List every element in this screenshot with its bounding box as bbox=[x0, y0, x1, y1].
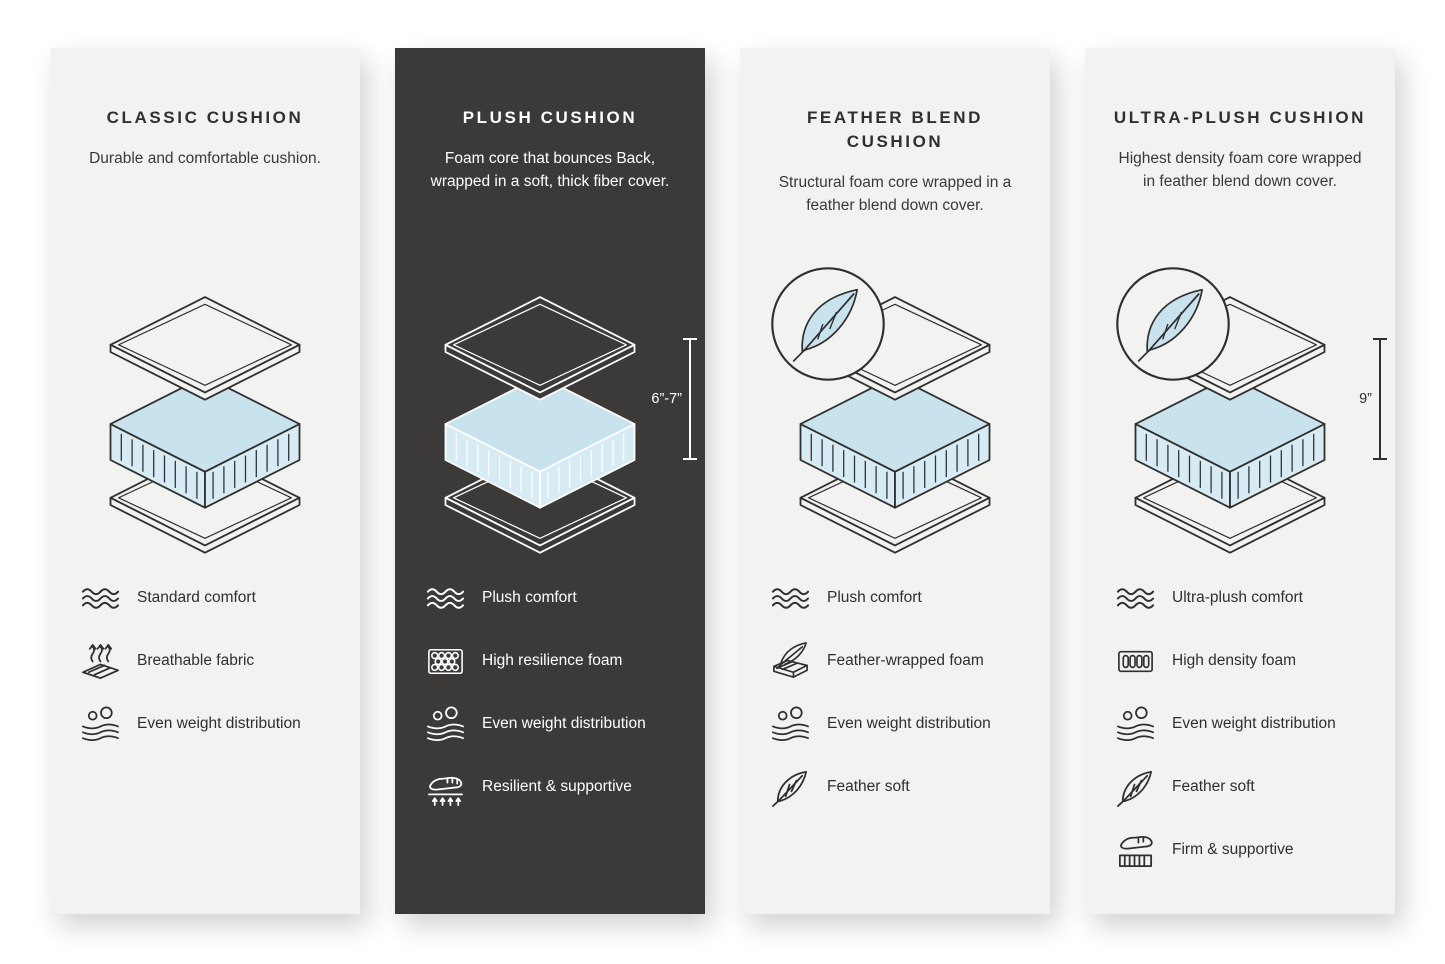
feature-row: Even weight distribution bbox=[421, 702, 679, 746]
wave-icon bbox=[76, 576, 124, 620]
high-density-foam-icon bbox=[1111, 639, 1159, 683]
feather-badge-icon bbox=[768, 264, 888, 384]
card-header: ULTRA-PLUSH CUSHION Highest density foam… bbox=[1111, 106, 1369, 274]
resilient-supportive-icon bbox=[421, 765, 469, 809]
feather-badge-icon bbox=[1113, 264, 1233, 384]
card-description: Structural foam core wrapped in a feathe… bbox=[778, 173, 1012, 214]
feature-row: Resilient & supportive bbox=[421, 765, 679, 809]
honeycomb-foam-icon bbox=[421, 639, 469, 683]
feature-label: Ultra-plush comfort bbox=[1172, 588, 1303, 606]
measurement-line bbox=[1373, 338, 1387, 460]
feature-row: Feather soft bbox=[766, 765, 1024, 809]
cushion-diagram bbox=[766, 274, 1024, 574]
feature-label: Feather soft bbox=[827, 777, 910, 795]
weight-distribution-icon bbox=[1111, 702, 1159, 746]
card-feather-blend-cushion: FEATHER BLEND CUSHION Structural foam co… bbox=[740, 48, 1050, 914]
feature-row: Ultra-plush comfort bbox=[1111, 576, 1369, 620]
feature-row: Standard comfort bbox=[76, 576, 334, 620]
firm-supportive-icon bbox=[1111, 828, 1159, 872]
feature-row: High density foam bbox=[1111, 639, 1369, 683]
layered-cushion-icon bbox=[97, 289, 313, 559]
wave-icon bbox=[421, 576, 469, 620]
card-title: FEATHER BLEND CUSHION bbox=[806, 108, 984, 151]
cushion-diagram bbox=[76, 274, 334, 574]
feature-label: High density foam bbox=[1172, 651, 1297, 669]
feature-row: Plush comfort bbox=[421, 576, 679, 620]
feather-icon bbox=[1111, 765, 1159, 809]
feature-label: Even weight distribution bbox=[1172, 714, 1336, 732]
feather-icon bbox=[766, 765, 814, 809]
feature-row: Even weight distribution bbox=[1111, 702, 1369, 746]
feature-label: Even weight distribution bbox=[482, 714, 646, 732]
feature-row: Even weight distribution bbox=[76, 702, 334, 746]
weight-distribution-icon bbox=[421, 702, 469, 746]
feature-list: Plush comfort High resilience foam Even … bbox=[421, 576, 679, 809]
card-description: Highest density foam core wrapped in fea… bbox=[1118, 149, 1362, 191]
feature-row: Even weight distribution bbox=[766, 702, 1024, 746]
card-header: FEATHER BLEND CUSHION Structural foam co… bbox=[766, 106, 1024, 274]
cushion-diagram: 9” bbox=[1111, 274, 1387, 574]
breathable-fabric-icon bbox=[76, 639, 124, 683]
feature-row: High resilience foam bbox=[421, 639, 679, 683]
measurement-label: 6”-7” bbox=[651, 391, 682, 407]
wave-icon bbox=[766, 576, 814, 620]
feature-row: Feather soft bbox=[1111, 765, 1369, 809]
card-title: CLASSIC CUSHION bbox=[106, 108, 304, 127]
card-title: PLUSH CUSHION bbox=[462, 108, 638, 127]
cushion-diagram: 6”-7” bbox=[421, 274, 697, 574]
feature-label: Resilient & supportive bbox=[482, 777, 632, 795]
height-measurement: 6”-7” bbox=[651, 338, 697, 460]
card-header: CLASSIC CUSHION Durable and comfortable … bbox=[76, 106, 334, 274]
feature-list: Ultra-plush comfort High density foam Ev… bbox=[1111, 576, 1369, 872]
feature-label: Feather soft bbox=[1172, 777, 1255, 795]
card-description: Durable and comfortable cushion. bbox=[89, 149, 321, 167]
feature-label: Standard comfort bbox=[137, 588, 256, 606]
feature-row: Firm & supportive bbox=[1111, 828, 1369, 872]
feature-label: Plush comfort bbox=[482, 588, 577, 606]
card-classic-cushion: CLASSIC CUSHION Durable and comfortable … bbox=[50, 48, 360, 914]
feature-label: High resilience foam bbox=[482, 651, 623, 669]
card-ultra-plush-cushion: ULTRA-PLUSH CUSHION Highest density foam… bbox=[1085, 48, 1395, 914]
feature-row: Plush comfort bbox=[766, 576, 1024, 620]
height-measurement: 9” bbox=[1359, 338, 1387, 460]
card-header: PLUSH CUSHION Foam core that bounces Bac… bbox=[421, 106, 679, 274]
weight-distribution-icon bbox=[76, 702, 124, 746]
feature-row: Feather-wrapped foam bbox=[766, 639, 1024, 683]
weight-distribution-icon bbox=[766, 702, 814, 746]
measurement-label: 9” bbox=[1359, 391, 1372, 407]
card-title: ULTRA-PLUSH CUSHION bbox=[1113, 108, 1367, 127]
layered-cushion-icon bbox=[432, 289, 648, 559]
wave-icon bbox=[1111, 576, 1159, 620]
feature-label: Even weight distribution bbox=[827, 714, 991, 732]
feature-list: Plush comfort Feather-wrapped foam Even … bbox=[766, 576, 1024, 809]
feature-label: Firm & supportive bbox=[1172, 840, 1294, 858]
feature-label: Feather-wrapped foam bbox=[827, 651, 984, 669]
card-description: Foam core that bounces Back, wrapped in … bbox=[430, 149, 670, 191]
feature-list: Standard comfort Breathable fabric Even … bbox=[76, 576, 334, 746]
feature-row: Breathable fabric bbox=[76, 639, 334, 683]
feature-label: Plush comfort bbox=[827, 588, 922, 606]
feature-label: Breathable fabric bbox=[137, 651, 255, 669]
measurement-line bbox=[683, 338, 697, 460]
feather-wrapped-foam-icon bbox=[766, 639, 814, 683]
card-plush-cushion: PLUSH CUSHION Foam core that bounces Bac… bbox=[395, 48, 705, 914]
feature-label: Even weight distribution bbox=[137, 714, 301, 732]
